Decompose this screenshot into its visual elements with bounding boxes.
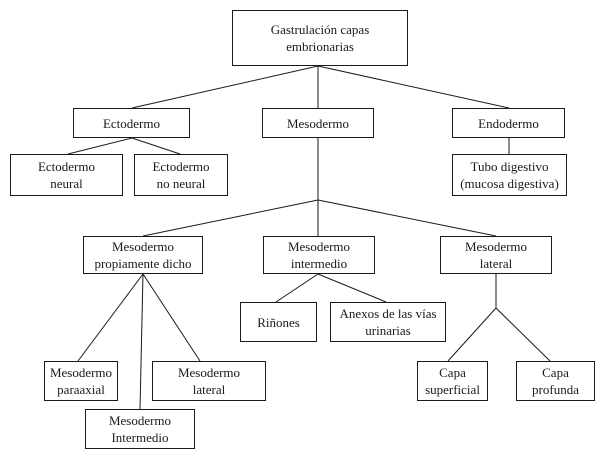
edge-intermedio-rinones [275, 273, 319, 303]
node-mesodermo-propiamente-line2: propiamente dicho [94, 256, 192, 271]
node-ectodermo-label: Ectodermo [102, 115, 161, 131]
edge-lateral-profunda [495, 307, 551, 362]
node-mesodermo-intermedio-line1: Mesodermo [287, 239, 351, 254]
node-ectodermo-neural: Ectodermo neural [10, 154, 123, 196]
node-mesodermo-intermedio-2: Mesodermo Intermedio [85, 409, 195, 449]
node-endodermo: Endodermo [452, 108, 565, 138]
node-capa-profunda-line1: Capa [542, 365, 569, 380]
edge-meso-to-lateral [317, 199, 497, 237]
node-mesodermo-lateral-line1: Mesodermo [464, 239, 528, 254]
edge-lateral-superficial [447, 307, 497, 362]
node-tubo-digestivo: Tubo digestivo (mucosa digestiva) [452, 154, 567, 196]
node-ectodermo-no-neural-line2: no neural [156, 176, 206, 191]
node-endodermo-label: Endodermo [478, 115, 539, 131]
node-tubo-digestivo-line2: (mucosa digestiva) [460, 176, 559, 191]
node-ectodermo-neural-line2: neural [50, 176, 83, 191]
node-mesodermo-lateral: Mesodermo lateral [440, 236, 552, 274]
edge-propiamente-paraaxial [77, 273, 144, 362]
node-mesodermo-intermedio-line2: intermedio [290, 256, 348, 271]
node-anexos: Anexos de las vías urinarias [330, 302, 446, 342]
node-mesodermo-paraaxial: Mesodermo paraaxial [44, 361, 118, 401]
node-capa-superficial-line1: Capa [439, 365, 466, 380]
node-ectodermo: Ectodermo [73, 108, 190, 138]
node-rinones-label: Riñones [257, 314, 300, 330]
node-mesodermo-lateral-2-line1: Mesodermo [177, 365, 241, 380]
node-mesodermo-label: Mesodermo [286, 115, 350, 131]
node-anexos-line1: Anexos de las vías [339, 306, 437, 321]
node-anexos-line2: urinarias [365, 323, 411, 338]
edge-ectodermo-no-neural [131, 137, 181, 155]
edge-intermedio-anexos [317, 273, 387, 303]
node-rinones: Riñones [240, 302, 317, 342]
node-mesodermo-intermedio-2-line1: Mesodermo [108, 413, 172, 428]
node-ectodermo-neural-line1: Ectodermo [37, 159, 96, 174]
edge-ectodermo-neural [67, 137, 133, 155]
node-mesodermo-lateral-2: Mesodermo lateral [152, 361, 266, 401]
edge-root-endodermo [317, 65, 510, 109]
node-ectodermo-no-neural: Ectodermo no neural [134, 154, 228, 196]
node-gastrulacion-line1: Gastrulación capas [270, 22, 370, 37]
edge-propiamente-lateral2 [142, 273, 201, 362]
node-mesodermo-lateral-line2: lateral [479, 256, 513, 271]
node-capa-superficial-line2: superficial [425, 382, 480, 397]
node-mesodermo: Mesodermo [262, 108, 374, 138]
node-mesodermo-propiamente: Mesodermo propiamente dicho [83, 236, 203, 274]
node-gastrulacion-line2: embrionarias [286, 39, 354, 54]
node-tubo-digestivo-line1: Tubo digestivo [470, 159, 549, 174]
node-capa-profunda: Capa profunda [516, 361, 595, 401]
node-mesodermo-propiamente-line1: Mesodermo [111, 239, 175, 254]
node-mesodermo-intermedio-2-line2: Intermedio [111, 430, 169, 445]
node-mesodermo-intermedio: Mesodermo intermedio [263, 236, 375, 274]
node-mesodermo-paraaxial-line1: Mesodermo [49, 365, 113, 380]
edge-propiamente-intermedio2 [139, 273, 144, 410]
node-gastrulacion: Gastrulación capas embrionarias [232, 10, 408, 66]
node-capa-profunda-line2: profunda [532, 382, 579, 397]
node-mesodermo-lateral-2-line2: lateral [192, 382, 226, 397]
node-mesodermo-paraaxial-line2: paraaxial [57, 382, 105, 397]
node-ectodermo-no-neural-line1: Ectodermo [152, 159, 210, 174]
node-capa-superficial: Capa superficial [417, 361, 488, 401]
edge-root-ectodermo [131, 65, 319, 109]
edge-meso-to-propiamente [142, 199, 319, 237]
